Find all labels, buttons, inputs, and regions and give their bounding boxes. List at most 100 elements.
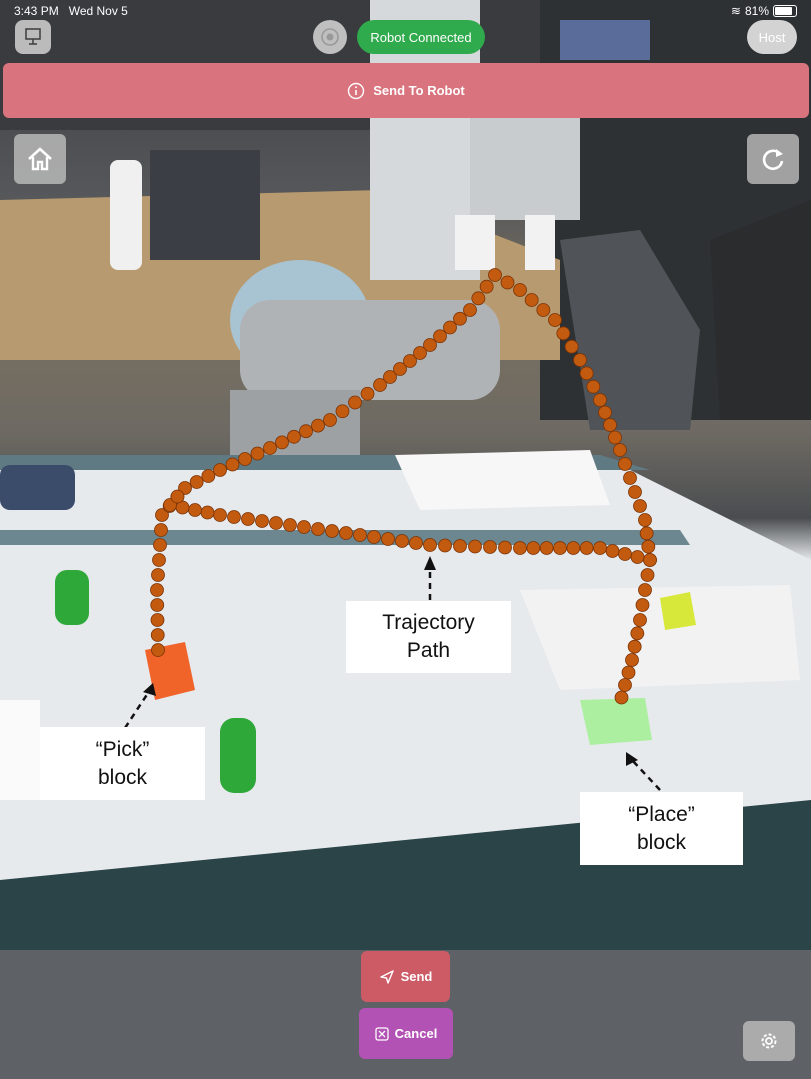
path-waypoint [630,626,645,641]
path-waypoint [539,541,554,555]
path-waypoint [323,413,337,427]
path-waypoint [463,303,477,317]
battery-indicator: ≋ 81% [731,4,797,18]
path-waypoint [586,379,601,394]
place-block-label: “Place”block [580,792,743,865]
path-waypoint [453,539,467,553]
path-waypoint [152,553,166,567]
path-waypoint [579,366,594,381]
path-waypoint [213,508,227,522]
path-waypoint [443,320,457,335]
host-label: Host [758,29,786,45]
path-waypoint [200,505,215,520]
path-waypoint [373,378,387,392]
path-waypoint [311,522,325,536]
cancel-label: Cancel [394,1026,438,1041]
path-waypoint [635,598,650,612]
trajectory-path [150,268,657,705]
path-waypoint [628,485,642,499]
path-waypoint [618,547,632,561]
path-waypoint [488,268,502,282]
pick-block-label: “Pick”block [40,727,205,800]
path-waypoint [498,540,512,555]
path-waypoint [269,516,283,530]
target-button[interactable] [313,20,347,54]
path-waypoint [238,452,252,466]
path-waypoint [381,532,395,546]
path-waypoint [524,293,539,307]
path-waypoint [201,469,216,483]
path-waypoint [403,354,417,368]
send-icon [379,969,394,984]
path-waypoint [151,568,165,582]
path-waypoint [500,275,515,290]
path-waypoint [297,520,311,534]
gear-icon [761,1033,777,1049]
path-waypoint [339,526,353,540]
path-waypoint [335,404,350,419]
cancel-x-icon [375,1026,389,1041]
path-waypoint [639,526,654,541]
path-waypoint [566,541,581,555]
path-waypoint [311,418,325,433]
path-waypoint [438,538,452,553]
path-waypoint [468,539,482,554]
path-waypoint [423,538,437,552]
path-waypoint [641,539,656,554]
path-waypoint [225,457,240,472]
path-waypoint [526,541,541,555]
host-button[interactable]: Host [747,20,797,54]
path-waypoint [638,583,652,597]
path-waypoint [299,424,313,439]
path-waypoint [227,510,241,524]
path-waypoint [633,499,647,513]
path-waypoint [348,395,362,410]
path-waypoint [603,418,617,432]
path-waypoint [621,665,636,680]
send-to-robot-label: Send To Robot [373,83,465,98]
status-bar: 3:43 PM Wed Nov 5 ≋ 81% [14,4,797,20]
path-waypoint [548,313,562,327]
path-waypoint [643,553,657,567]
monitor-icon [25,28,41,45]
wifi-icon: ≋ [730,4,741,18]
green-cylinder [55,570,89,625]
path-waypoint [483,540,497,554]
path-waypoint [605,544,620,558]
path-waypoint [189,475,204,489]
home-button[interactable] [14,134,66,184]
connection-status-text: Robot Connected [370,29,472,45]
path-waypoint [471,291,486,306]
yellow-cube [660,592,696,630]
send-button[interactable]: Send [361,951,450,1002]
cancel-button[interactable]: Cancel [359,1008,453,1059]
path-waypoint [360,386,375,401]
path-waypoint [263,441,277,455]
path-waypoint [383,370,397,384]
path-waypoint [453,311,467,326]
path-waypoint [608,430,622,445]
path-waypoint [395,534,409,548]
send-label: Send [400,969,433,984]
send-to-robot-button[interactable]: Send To Robot [3,63,809,118]
path-waypoint [536,303,551,317]
refresh-button[interactable] [747,134,799,184]
settings-button[interactable] [743,1021,795,1061]
path-waypoint [613,443,627,457]
path-waypoint [409,536,423,550]
monitor-button[interactable] [15,20,51,54]
info-icon [348,82,365,99]
path-waypoint [593,541,607,555]
path-waypoint [188,503,202,517]
path-waypoint [618,457,632,471]
path-waypoint [155,508,169,522]
path-waypoint [325,524,339,538]
path-waypoint [150,583,164,597]
path-waypoint [353,528,367,542]
laptop [150,150,260,260]
path-waypoint [625,653,639,667]
path-waypoint [153,538,167,552]
path-waypoint [627,639,642,654]
path-waypoint [413,346,427,360]
